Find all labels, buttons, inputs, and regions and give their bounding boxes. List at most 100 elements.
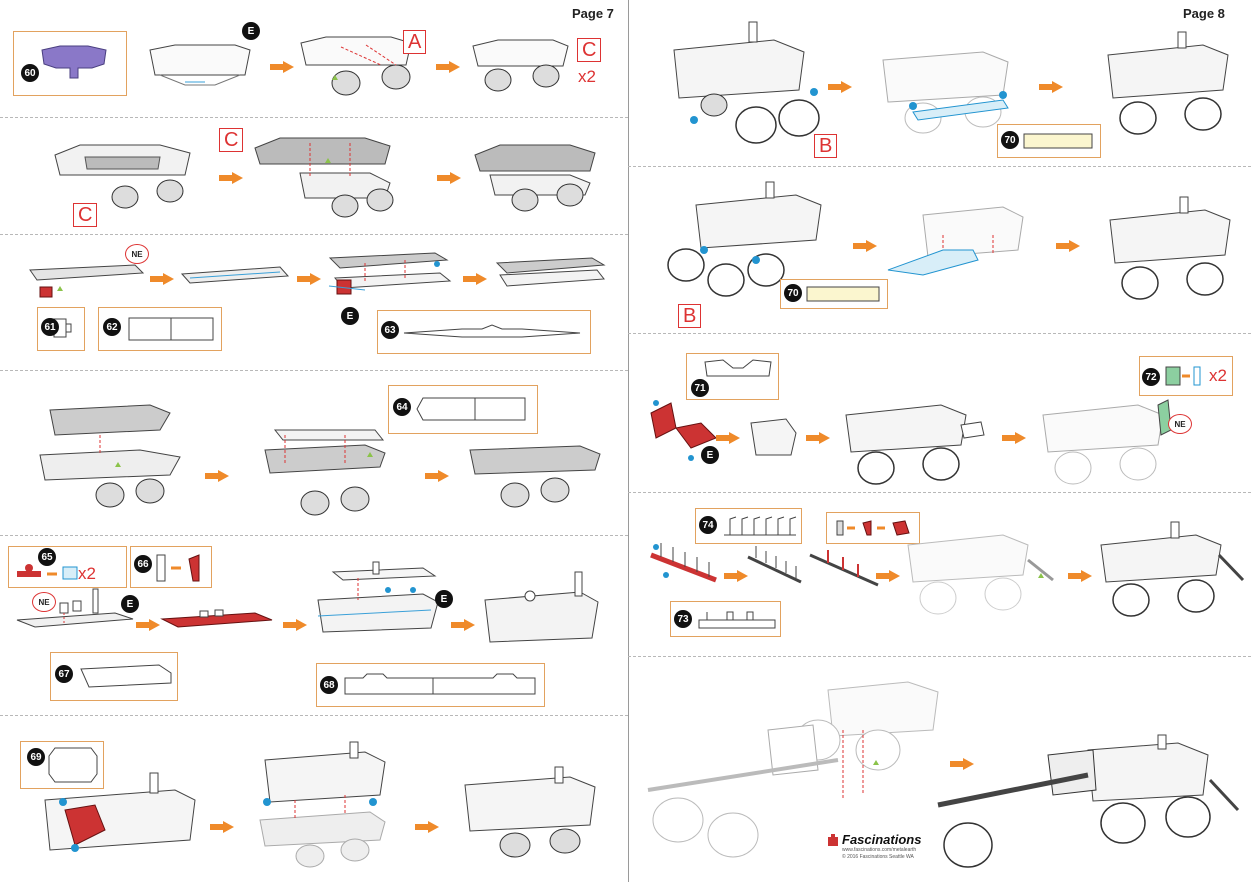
assembly-drawing — [1109, 196, 1231, 300]
page-7: Page 7 60 E A C x2 C — [0, 6, 628, 868]
step-arrow — [1056, 240, 1080, 252]
ne-badge: NE — [32, 592, 56, 612]
step-arrow — [270, 61, 294, 73]
step-separator — [0, 715, 628, 716]
assembly-drawing — [39, 404, 181, 508]
step-separator — [628, 492, 1251, 493]
e-badge: E — [242, 22, 260, 40]
step-separator — [0, 117, 628, 118]
step-arrow — [425, 470, 449, 482]
assembly-drawing — [882, 51, 1009, 134]
brand-logo: Fascinations www.fascinations.com/metale… — [826, 832, 936, 861]
step-arrow — [210, 821, 234, 833]
brand-name: Fascinations — [842, 832, 922, 847]
assembly-drawing — [264, 429, 386, 516]
assembly-drawing — [845, 404, 985, 485]
e-badge: E — [435, 590, 453, 608]
e-badge: E — [121, 595, 139, 613]
part-62-shape — [128, 317, 214, 341]
assembly-drawing — [16, 588, 134, 628]
part-63-box — [377, 310, 591, 354]
step-arrow — [297, 273, 321, 285]
assembly-drawing — [750, 418, 797, 456]
assembly-drawing — [180, 266, 290, 284]
page-number: Page 7 — [572, 6, 614, 21]
part-71-shape — [704, 359, 772, 377]
assembly-drawing — [1107, 31, 1229, 135]
part-64-shape — [416, 397, 526, 421]
part-number-badge: 64 — [393, 398, 411, 416]
part-66-shape — [156, 554, 200, 582]
assembly-drawing — [650, 543, 717, 583]
part-60-shape — [41, 45, 107, 79]
assembly-drawing — [667, 181, 822, 297]
step-arrow — [436, 61, 460, 73]
part-65-shape — [17, 564, 78, 580]
part-64-box — [388, 385, 538, 434]
step-arrow — [1039, 81, 1063, 93]
part-number-badge: 70 — [1001, 131, 1019, 149]
assembly-drawing — [1100, 521, 1245, 617]
step-separator — [628, 656, 1251, 657]
part-68-box — [316, 663, 545, 707]
assembly-drawing — [254, 137, 394, 218]
step-separator — [0, 234, 628, 235]
assembly-drawing — [747, 546, 802, 584]
letter-label: C — [577, 38, 602, 62]
part-number-badge: 68 — [320, 676, 338, 694]
part-number-badge: 72 — [1142, 368, 1160, 386]
brand-url: www.fascinations.com/metalearth — [842, 847, 917, 853]
assembly-drawing — [54, 144, 191, 209]
letter-label: C — [219, 128, 244, 152]
brand-mark-icon — [828, 834, 838, 846]
assembly-drawing — [474, 144, 596, 212]
step-arrow — [219, 172, 243, 184]
part-number-badge: 73 — [674, 610, 692, 628]
step-arrow — [451, 619, 475, 631]
step-arrow — [463, 273, 487, 285]
part-number-badge: 63 — [381, 321, 399, 339]
part-number-badge: 60 — [21, 64, 39, 82]
part-69-shape — [48, 747, 98, 783]
assembly-drawing — [1042, 399, 1172, 485]
assembly-drawing — [29, 264, 145, 298]
assembly-drawing — [149, 44, 251, 86]
detail-shape — [836, 520, 910, 536]
ne-badge: NE — [1168, 414, 1192, 434]
part-number-badge: 62 — [103, 318, 121, 336]
step-separator — [0, 370, 628, 371]
assembly-drawing — [44, 772, 196, 852]
assembly-drawing — [495, 257, 606, 287]
quantity-label: x2 — [578, 67, 596, 86]
assembly-drawing — [317, 561, 439, 633]
assembly-drawing — [887, 206, 1024, 276]
part-65-box — [8, 546, 127, 588]
part-68-shape — [344, 673, 536, 695]
step-separator — [0, 535, 628, 536]
part-73-shape — [698, 611, 776, 629]
step-separator — [628, 333, 1251, 334]
part-number-badge: 61 — [41, 318, 59, 336]
e-badge: E — [341, 307, 359, 325]
step-arrow — [806, 432, 830, 444]
step-arrow — [415, 821, 439, 833]
ne-badge: NE — [125, 244, 149, 264]
step-arrow — [716, 432, 740, 444]
part-number-badge: 74 — [699, 516, 717, 534]
page-number: Page 8 — [1183, 6, 1225, 21]
step-arrow — [136, 619, 160, 631]
letter-label: B — [678, 304, 702, 328]
part-70-shape — [1023, 133, 1093, 149]
letter-label: A — [403, 30, 427, 54]
letter-label: C — [73, 203, 98, 227]
part-63-shape — [403, 324, 581, 338]
part-number-badge: 70 — [784, 284, 802, 302]
brand-copyright: © 2016 Fascinations Seattle WA — [842, 854, 914, 860]
part-67-shape — [80, 664, 172, 688]
assembly-drawing — [650, 400, 717, 461]
part-number-badge: 67 — [55, 665, 73, 683]
detail-box — [826, 512, 920, 544]
step-arrow — [1002, 432, 1026, 444]
page-divider — [628, 0, 629, 882]
letter-label: B — [814, 134, 838, 158]
